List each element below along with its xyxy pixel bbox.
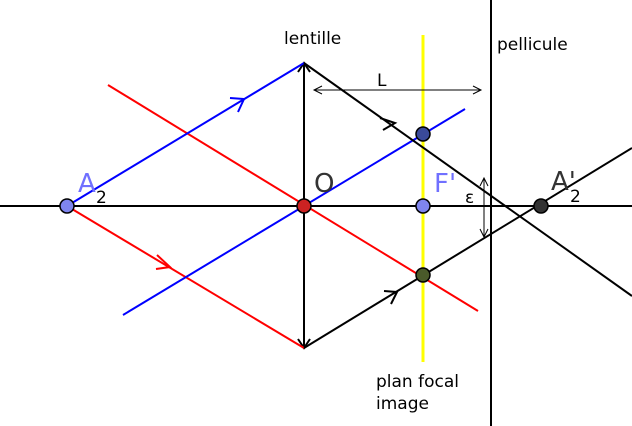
dimension-epsilon-arrow-bottom: [479, 228, 489, 239]
dimension-epsilon-arrow-top: [479, 176, 489, 187]
focal-intersection-upper: [415, 126, 431, 142]
refracted-ray-upper: [303, 62, 632, 297]
point-A2-subscript: 2: [96, 188, 107, 208]
point-O-label: O: [314, 169, 334, 199]
red-ray-arrow: [155, 254, 173, 270]
blue-ray-upper: [66, 62, 305, 207]
point-A2-marker: [59, 198, 75, 214]
film-label: pellicule: [497, 35, 568, 55]
point-A2-label: A: [78, 169, 96, 199]
point-A2p-label: A': [551, 167, 576, 197]
focal-plane-label-line2: image: [376, 394, 429, 414]
point-F-label: F': [434, 169, 456, 199]
dimension-epsilon-label: ε: [465, 188, 474, 208]
refracted-ray-lower: [303, 147, 632, 349]
dimension-L-label: L: [377, 71, 387, 91]
point-F-marker: [415, 198, 431, 214]
focal-plane-label-line1: plan focal: [376, 372, 459, 392]
point-A2p-subscript: 2: [570, 187, 581, 207]
blue-ray-arrow: [229, 97, 246, 113]
dimension-L-arrow-right: [472, 85, 483, 95]
refracted-ray-arrow-upper: [379, 117, 398, 131]
focal-intersection-lower: [415, 267, 431, 283]
point-A2p-marker: [533, 198, 549, 214]
refracted-ray-arrow-lower: [383, 290, 399, 305]
dimension-L-arrow-left: [312, 85, 323, 95]
point-O-marker: [296, 198, 312, 214]
lens-label: lentille: [284, 29, 341, 49]
blue-ray-lower: [122, 108, 466, 316]
